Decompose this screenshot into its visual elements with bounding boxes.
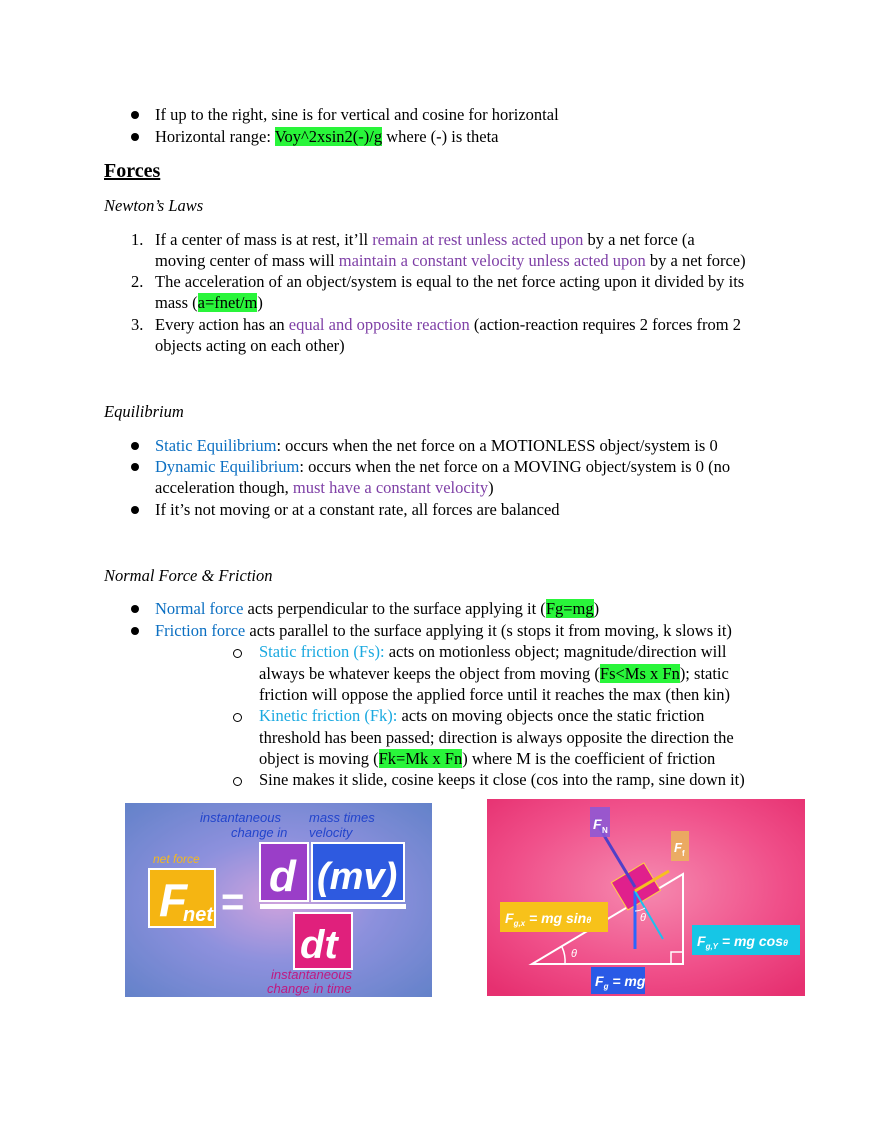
annotation-net-force: net force bbox=[153, 852, 200, 866]
list-number: 1. bbox=[131, 230, 144, 249]
image-newton-second-law-formula: instantaneous change in mass times veloc… bbox=[125, 803, 432, 997]
bullet-marker bbox=[131, 506, 139, 514]
sub-bullet-marker bbox=[233, 713, 242, 722]
static-friction-line-2: always be whatever keeps the object from… bbox=[259, 664, 729, 683]
law-2-line-2: mass (a=fnet/m) bbox=[155, 293, 263, 312]
bullet-forces-balanced: If it’s not moving or at a constant rate… bbox=[155, 500, 560, 519]
label-ff: F bbox=[674, 840, 683, 855]
annotation-change-in: change in bbox=[231, 825, 287, 840]
bullet-horizontal-range: Horizontal range: Voy^2xsin2(-)/g where … bbox=[155, 127, 499, 146]
theta-label-ramp: θ bbox=[571, 948, 577, 960]
static-friction-line-3: friction will oppose the applied force u… bbox=[259, 685, 731, 704]
kinetic-friction-line-3: object is moving (Fk=Mk x Fn) where M is… bbox=[259, 749, 716, 768]
dynamic-equilibrium-line-2: acceleration though, must have a constan… bbox=[155, 478, 494, 497]
bullet-marker bbox=[131, 605, 139, 613]
symbol-equals: = bbox=[221, 880, 244, 924]
label-ff-sub: f bbox=[682, 849, 685, 858]
bullet-marker bbox=[131, 627, 139, 635]
theta-label-block: θ bbox=[640, 912, 646, 924]
sub-bullet-sine-cosine: Sine makes it slide, cosine keeps it clo… bbox=[259, 770, 745, 789]
subheading-equilibrium: Equilibrium bbox=[104, 402, 184, 421]
section-heading-forces: Forces bbox=[104, 160, 161, 182]
label-fg: Fg = mg bbox=[595, 973, 646, 991]
annotation-instantaneous-top: instantaneous bbox=[200, 810, 281, 825]
bullet-marker bbox=[131, 133, 139, 141]
annotation-velocity: velocity bbox=[309, 825, 354, 840]
image-inclined-plane-diagram: θ θ F N F f Fg,x = mg sinθ bbox=[487, 799, 805, 996]
sub-bullet-static-friction: Static friction (Fs): acts on motionless… bbox=[259, 642, 727, 661]
symbol-net: net bbox=[183, 904, 214, 926]
label-fn: F bbox=[593, 816, 602, 832]
sub-bullet-marker bbox=[233, 649, 242, 658]
symbol-f: F bbox=[159, 874, 189, 926]
bullet-sine-cosine: If up to the right, sine is for vertical… bbox=[155, 105, 559, 124]
bullet-normal-force: Normal force acts perpendicular to the s… bbox=[155, 599, 600, 618]
symbol-dt: dt bbox=[300, 923, 339, 967]
bullet-marker bbox=[131, 111, 139, 119]
annotation-mass-times: mass times bbox=[309, 810, 375, 825]
law-3-line-2: objects acting on each other) bbox=[155, 336, 345, 355]
annotation-change-in-time: change in time bbox=[267, 981, 352, 996]
law-2-line-1: The acceleration of an object/system is … bbox=[155, 272, 745, 291]
law-1-line-1: If a center of mass is at rest, it’ll re… bbox=[155, 230, 695, 249]
law-1-line-2: moving center of mass will maintain a co… bbox=[155, 251, 746, 270]
sub-bullet-kinetic-friction: Kinetic friction (Fk): acts on moving ob… bbox=[259, 706, 705, 725]
sub-bullet-marker bbox=[233, 777, 242, 786]
bullet-marker bbox=[131, 463, 139, 471]
highlight-formula: a=fnet/m bbox=[197, 293, 258, 312]
label-fgx: Fg,x = mg sinθ bbox=[505, 910, 591, 928]
label-fn-sub: N bbox=[602, 826, 608, 835]
list-number: 2. bbox=[131, 272, 144, 291]
highlight-formula: Fs<Ms x Fn bbox=[599, 664, 680, 683]
bullet-friction-force: Friction force acts parallel to the surf… bbox=[155, 621, 732, 640]
list-number: 3. bbox=[131, 315, 144, 334]
symbol-d: d bbox=[269, 852, 297, 901]
law-3-line-1: Every action has an equal and opposite r… bbox=[155, 315, 741, 334]
highlight-formula: Fg=mg bbox=[545, 599, 594, 618]
symbol-mv: (mv) bbox=[317, 856, 397, 898]
highlight-formula: Fk=Mk x Fn bbox=[378, 749, 463, 768]
bullet-static-equilibrium: Static Equilibrium: occurs when the net … bbox=[155, 436, 718, 455]
label-fgy: Fg,Y = mg cosθ bbox=[697, 933, 788, 951]
highlight-formula: Voy^2xsin2(-)/g bbox=[274, 127, 383, 146]
annotation-instantaneous-bottom: instantaneous bbox=[271, 967, 352, 982]
kinetic-friction-line-2: threshold has been passed; direction is … bbox=[259, 728, 734, 747]
bullet-marker bbox=[131, 442, 139, 450]
bullet-dynamic-equilibrium: Dynamic Equilibrium: occurs when the net… bbox=[155, 457, 731, 476]
subheading-normal-friction: Normal Force & Friction bbox=[104, 566, 273, 585]
subheading-newtons-laws: Newton’s Laws bbox=[104, 196, 204, 215]
